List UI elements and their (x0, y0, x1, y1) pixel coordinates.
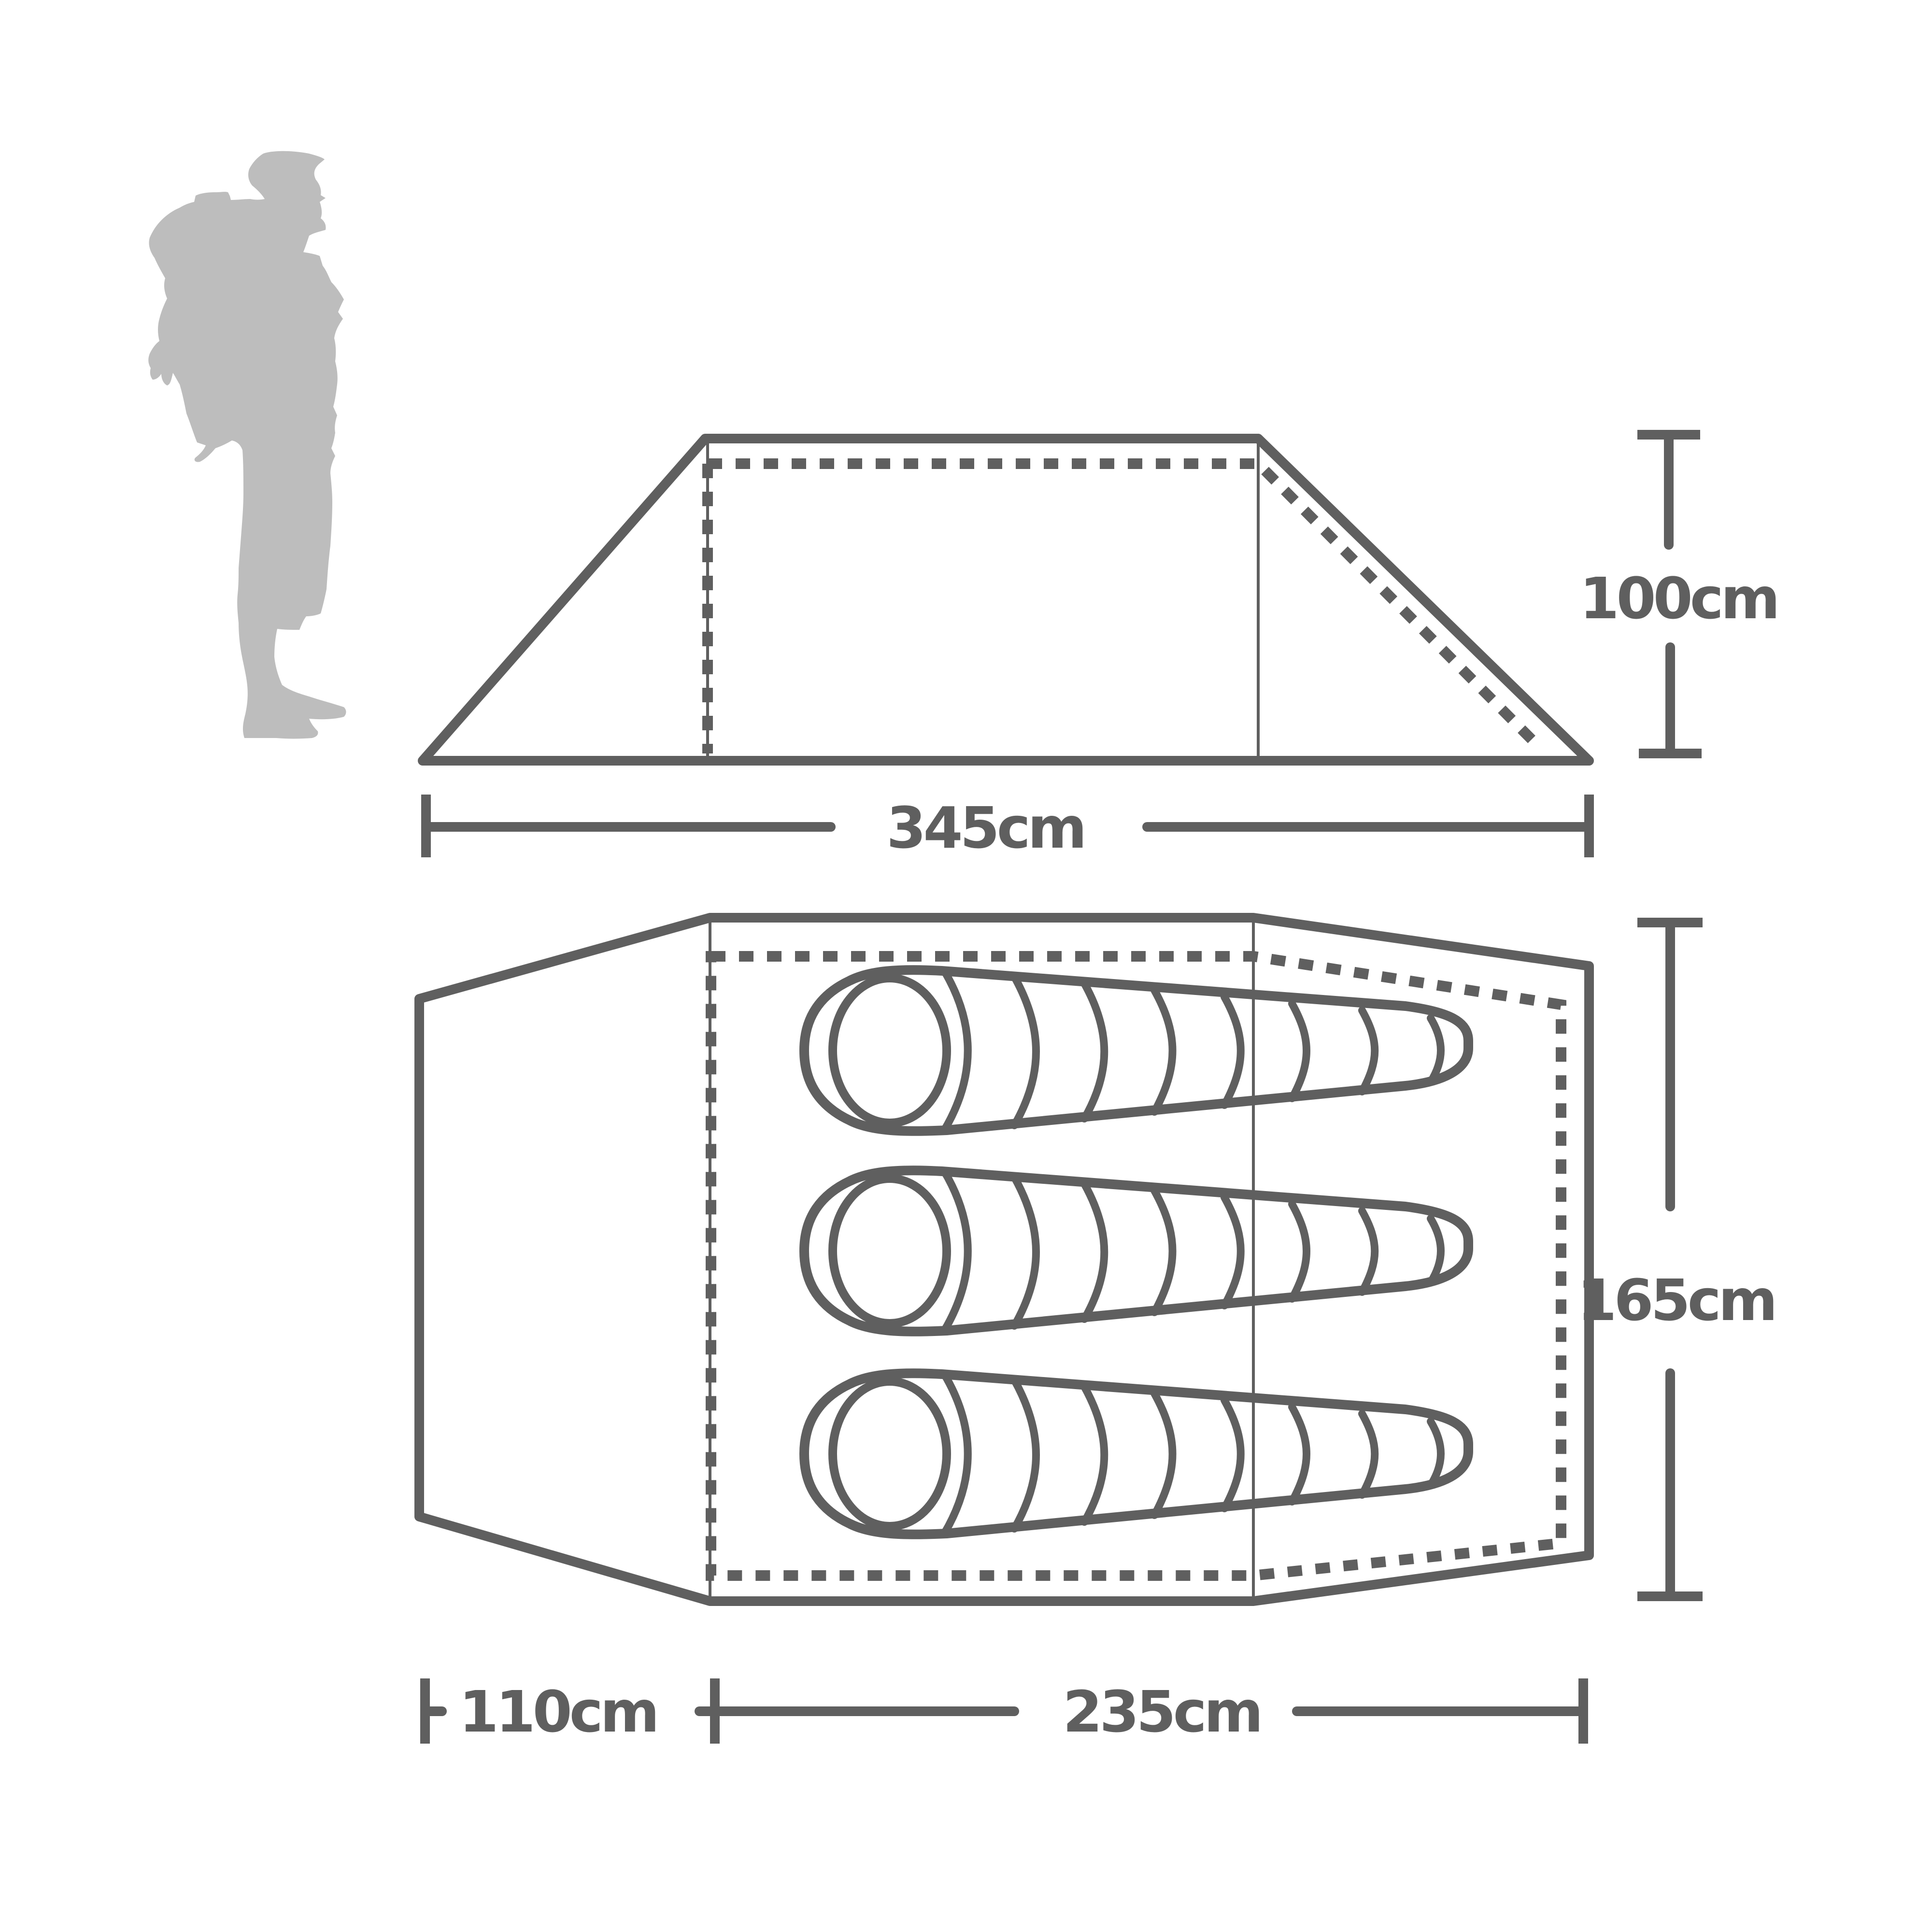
sleeping-bag-2-icon (804, 1170, 1468, 1332)
width-label: 165cm (1577, 1267, 1775, 1334)
vestibule-length-label: 110cm (459, 1678, 656, 1745)
width-dimension (1637, 918, 1703, 1601)
total-length-dimension (421, 795, 1594, 857)
side-view (418, 434, 1594, 766)
plan-view-outline (414, 913, 1594, 1606)
sleeping-bag-1-icon (804, 970, 1468, 1131)
plan-view-inner-tent-dashed (706, 951, 1566, 1581)
inner-length-label: 235cm (1063, 1678, 1260, 1745)
total-length-label: 345cm (886, 795, 1084, 861)
side-view-outline (418, 434, 1594, 766)
backpacker-silhouette-icon (148, 151, 346, 739)
sleeping-bag-3-icon (804, 1373, 1468, 1534)
height-label: 100cm (1579, 565, 1777, 632)
plan-view (414, 913, 1594, 1606)
side-view-inner-tent-dashed (708, 458, 1545, 753)
height-dimension (1637, 430, 1702, 758)
length-dimensions (420, 1678, 1588, 1744)
